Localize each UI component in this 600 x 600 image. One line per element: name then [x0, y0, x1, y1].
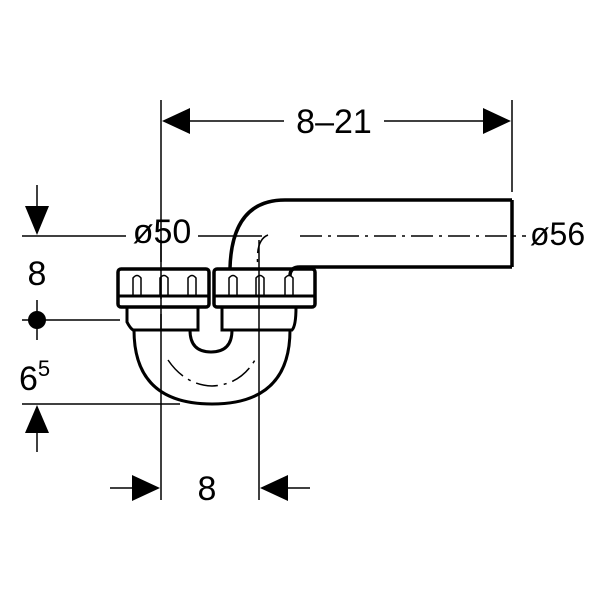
top-dimension	[160, 100, 513, 500]
outlet-diameter-label: ø56	[530, 216, 585, 252]
inlet-nuts	[116, 267, 317, 309]
dim-left-lower-label: 65	[19, 356, 50, 398]
dim-top-label: 8–21	[296, 103, 372, 141]
u-bend	[125, 306, 298, 406]
u-bend-centerline	[167, 359, 256, 387]
reference-dot	[28, 311, 46, 329]
inlet-diameter-label: ø50	[133, 213, 192, 251]
bottom-dimension	[110, 240, 310, 501]
left-dimension	[22, 185, 262, 452]
outlet-pipe	[228, 198, 514, 277]
dim-bottom-label: 8	[198, 470, 217, 508]
centerline	[256, 234, 526, 269]
dim-left-upper-label: 8	[28, 255, 47, 293]
